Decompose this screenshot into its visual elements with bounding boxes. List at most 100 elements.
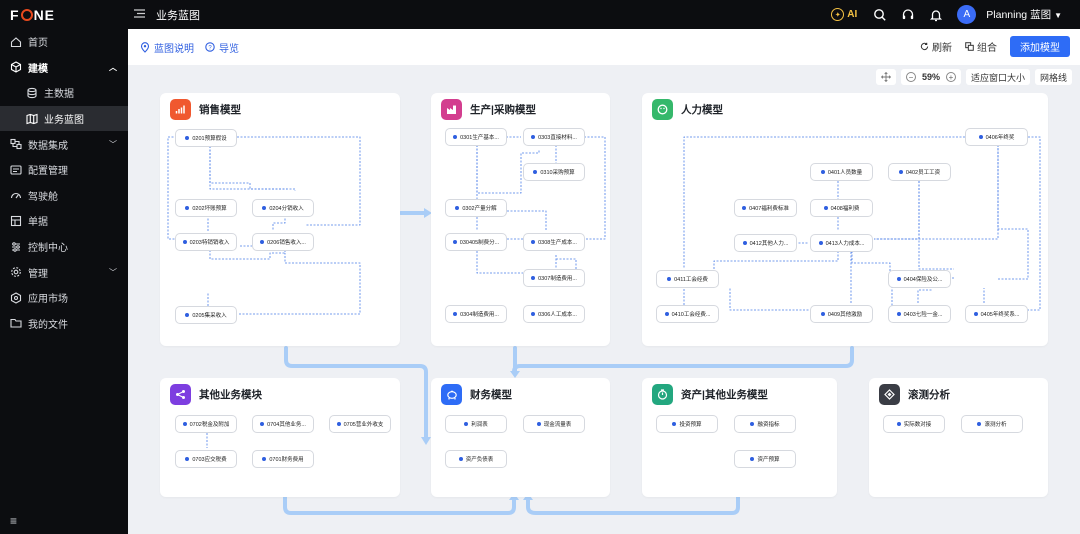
model-node[interactable]: 0308生产成本... (523, 233, 585, 251)
headset-icon[interactable] (901, 8, 915, 22)
model-node[interactable]: 0301生产基本... (445, 128, 507, 146)
model-node[interactable]: 资产负债表 (445, 450, 507, 468)
model-node[interactable]: 0303直接材料... (523, 128, 585, 146)
sidebar-item-documents[interactable]: 单据 (0, 208, 128, 234)
model-node[interactable]: 0201预算假设 (175, 129, 237, 147)
model-node[interactable]: 0702税金及附加 (175, 415, 237, 433)
sidebar-item-app-market[interactable]: 应用市场 (0, 285, 128, 311)
model-node[interactable]: 0302产量分解 (445, 199, 507, 217)
sidebar-item-modeling[interactable]: 建模 ︿ (0, 55, 128, 81)
model-node[interactable]: 利润表 (445, 415, 507, 433)
group-button[interactable]: 组合 (965, 39, 997, 54)
zoom-out-icon[interactable]: − (905, 72, 916, 82)
avatar[interactable]: A (957, 5, 977, 24)
card-title: 销售模型 (199, 104, 241, 116)
fit-window-button[interactable]: 适应窗口大小 (965, 69, 1030, 85)
card-sales-model[interactable]: 销售模型 0201预算假设 0202坏账预算 0204分销收入 0203特销销收… (160, 93, 400, 346)
model-node[interactable]: 实际数对接 (883, 415, 945, 433)
node-label: 0202坏账预算 (192, 206, 227, 212)
bell-icon[interactable] (929, 8, 943, 22)
ai-button[interactable]: ✦ AI (831, 8, 857, 21)
model-node[interactable]: 0404保险及公... (888, 270, 951, 288)
guide-link[interactable]: ? 导览 (205, 40, 239, 55)
model-node[interactable]: 0410工会经费... (656, 305, 719, 323)
card-hr-model[interactable]: 人力模型 0406年终奖 0401人员数量 0402员工工资 0407福利费标准… (642, 93, 1048, 346)
node-label: 0307制造费用... (538, 276, 577, 282)
model-node[interactable]: 0401人员数量 (810, 163, 873, 181)
card-finance-model[interactable]: 财务模型 利润表 现金流量表 资产负债表 (431, 378, 610, 497)
model-node[interactable]: 0408福利费 (810, 199, 873, 217)
model-node[interactable]: 0405年终奖系... (965, 305, 1028, 323)
model-node[interactable]: 0407福利费标准 (734, 199, 797, 217)
model-node[interactable]: 现金流量表 (523, 415, 585, 433)
model-node[interactable]: 融资指标 (734, 415, 796, 433)
refresh-label: 刷新 (932, 43, 952, 54)
model-node[interactable]: 0409其他激励 (810, 305, 873, 323)
model-node[interactable]: 0704其他业务... (252, 415, 314, 433)
node-label: 0702税金及附加 (189, 422, 230, 428)
card-other-business-module[interactable]: 其他业务模块 0702税金及附加 0704其他业务... 0705营业外收支 0… (160, 378, 400, 497)
add-model-button[interactable]: 添加模型 (1010, 36, 1070, 57)
sidebar-item-my-files[interactable]: 我的文件 (0, 311, 128, 337)
refresh-button[interactable]: 刷新 (920, 39, 952, 54)
model-node[interactable]: 0703应交税费 (175, 450, 237, 468)
model-node[interactable]: 资产预算 (734, 450, 796, 468)
search-icon[interactable] (873, 8, 887, 22)
card-assets-model[interactable]: 资产|其他业务模型 投资预算 融资指标 资产预算 (642, 378, 837, 497)
sidebar-item-label: 应用市场 (28, 294, 68, 306)
card-rolling-analysis[interactable]: 滚测分析 实际数对接 滚测分析 (869, 378, 1048, 497)
model-node[interactable]: 0413人力成本... (810, 234, 873, 252)
node-label: 0705营业外收支 (343, 422, 384, 428)
model-node[interactable]: 0412其他人力... (734, 234, 797, 252)
model-node[interactable]: 0304制造费用... (445, 305, 507, 323)
sidebar-item-management[interactable]: 管理 ﹀ (0, 259, 128, 285)
grid-toggle-button[interactable]: 网格线 (1034, 69, 1072, 85)
sidebar-item-home[interactable]: 首页 (0, 29, 128, 55)
model-node[interactable]: 0411工会经费 (656, 270, 719, 288)
model-node[interactable]: 0202坏账预算 (175, 199, 237, 217)
node-label: 现金流量表 (543, 422, 572, 428)
app-logo[interactable]: F NE (0, 7, 128, 23)
sidebar-item-label: 我的文件 (28, 319, 68, 331)
blueprint-help-link[interactable]: 蓝图说明 (140, 40, 194, 55)
sidebar-item-control-center[interactable]: 控制中心 (0, 234, 128, 260)
model-node[interactable]: 030405制费分... (445, 233, 507, 251)
model-node[interactable]: 0205集采收入 (175, 306, 237, 324)
node-label: 0404保险及公... (903, 277, 943, 283)
node-dot (531, 135, 536, 139)
model-node[interactable]: 0402员工工资 (888, 163, 951, 181)
move-canvas-button[interactable] (875, 69, 896, 85)
model-node[interactable]: 0307制造费用... (523, 269, 585, 287)
collapse-menu-icon[interactable] (128, 8, 150, 21)
node-dot (533, 170, 538, 174)
node-dot (260, 422, 265, 426)
user-menu[interactable]: Planning 蓝图▼ (986, 7, 1062, 22)
card-production-model[interactable]: 生产|采购模型 0301生产基本... 0303直接材料... 0310采购预算… (431, 93, 610, 346)
sidebar-item-label: 驾驶舱 (28, 191, 58, 203)
model-node[interactable]: 0203特销销收入 (175, 233, 237, 251)
card-title: 其他业务模块 (199, 389, 262, 401)
sidebar-menu-icon[interactable]: ≡ (10, 514, 18, 528)
node-label: 0401人员数量 (827, 170, 863, 176)
model-node[interactable]: 0310采购预算 (523, 163, 585, 181)
sidebar-item-config[interactable]: 配置管理 (0, 157, 128, 183)
model-node[interactable]: 0204分销收入 (252, 199, 314, 217)
sidebar-item-business-blueprint[interactable]: 业务蓝图 (0, 105, 128, 132)
node-dot (262, 206, 267, 210)
model-node[interactable]: 0403七险一金... (888, 305, 951, 323)
sidebar-item-data-integration[interactable]: 数据集成 ﹀ (0, 131, 128, 157)
model-node[interactable]: 0701财务费用 (252, 450, 314, 468)
sidebar-item-master-data[interactable]: 主数据 (0, 80, 128, 106)
model-node[interactable]: 投资预算 (656, 415, 718, 433)
model-node[interactable]: 0406年终奖 (965, 128, 1028, 146)
node-dot (455, 206, 460, 210)
model-node[interactable]: 滚测分析 (961, 415, 1023, 433)
sidebar: 首页 建模 ︿ 主数据 业务蓝图 数据集成 ﹀ 配置管理 驾驶舱 单据 控制中心… (0, 29, 128, 534)
node-dot (820, 170, 825, 174)
model-node[interactable]: 0705营业外收支 (329, 415, 391, 433)
model-node[interactable]: 0206销售收入... (252, 233, 314, 251)
model-node[interactable]: 0306人工成本... (523, 305, 585, 323)
node-dot (458, 457, 463, 461)
sidebar-item-cockpit[interactable]: 驾驶舱 (0, 183, 128, 209)
zoom-in-icon[interactable]: + (945, 72, 956, 82)
